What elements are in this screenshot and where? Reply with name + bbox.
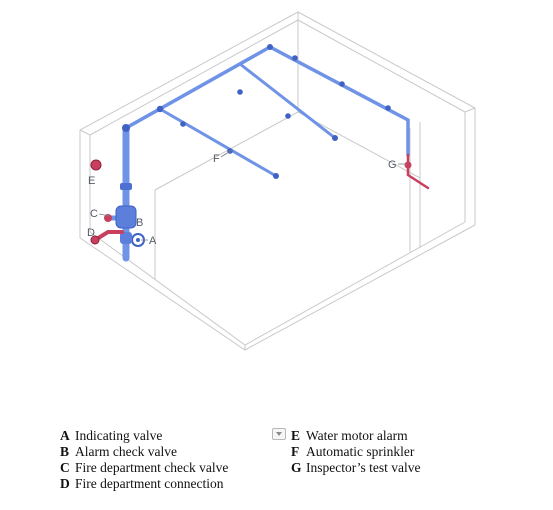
sprinkler-head	[385, 105, 391, 111]
callout-b: B	[136, 217, 143, 229]
room-outline	[79, 11, 476, 351]
inspectors-test-valve	[404, 161, 412, 169]
riser-coupling	[120, 183, 132, 190]
sprinkler-head	[156, 105, 164, 113]
sprinkler-head	[122, 124, 130, 132]
callout-e: E	[88, 175, 95, 187]
sprinkler-head	[285, 113, 291, 119]
sprinkler-head	[237, 89, 243, 95]
sprinkler-head	[180, 121, 186, 127]
cross-main	[124, 45, 410, 157]
water-motor-alarm	[90, 159, 102, 171]
branch-line-2	[238, 62, 337, 140]
sprinkler-head	[292, 55, 298, 61]
chevron-down-icon[interactable]	[272, 428, 286, 440]
sprinkler-head	[267, 44, 273, 50]
test-drain	[406, 153, 430, 190]
sprinkler-heads	[122, 44, 391, 179]
riser-valves	[115, 183, 145, 247]
branch-line-1	[158, 107, 278, 178]
sprinkler-head	[332, 135, 338, 141]
fire-department-connection	[90, 235, 100, 245]
alarm-check-valve	[115, 205, 137, 229]
leader-lines	[98, 149, 407, 241]
callout-a: A	[149, 235, 157, 247]
callout-g: G	[388, 159, 397, 171]
callout-c: C	[90, 208, 98, 220]
sprinkler-diagram: A B C D E F G	[79, 11, 476, 351]
sprinkler-head	[273, 173, 279, 179]
sprinkler-head	[339, 81, 345, 87]
callout-d: D	[87, 227, 95, 239]
alarm-fittings	[90, 159, 412, 245]
callout-f: F	[213, 153, 220, 165]
